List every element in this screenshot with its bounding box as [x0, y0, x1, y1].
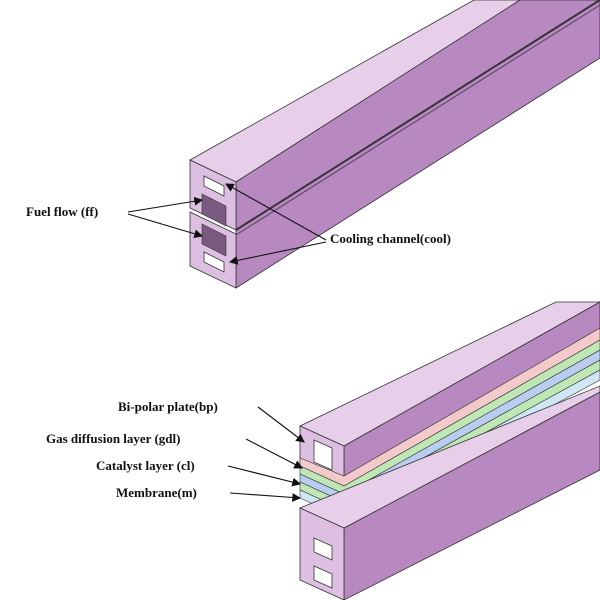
- lower-bp-channel-lower: [313, 565, 333, 589]
- label-membrane: Membrane(m): [116, 485, 197, 500]
- bottom-arrows: [227, 406, 305, 502]
- bottom-mea-assembly: [298, 301, 600, 600]
- top-arrows: [127, 183, 327, 265]
- cooling-channel-lower: [203, 251, 225, 273]
- label-bipolar-plate: Bi-polar plate(bp): [118, 399, 218, 414]
- upper-bp-channel: [313, 439, 333, 471]
- lower-bp-channel-upper: [313, 537, 333, 561]
- label-fuel-flow: Fuel flow (ff): [26, 204, 98, 219]
- fuel-channel-upper: [201, 193, 227, 227]
- label-gas-diffusion-layer: Gas diffusion layer (gdl): [46, 431, 180, 446]
- cooling-channel-upper: [203, 175, 225, 197]
- label-cooling-channel: Cooling channel(cool): [330, 231, 451, 246]
- label-catalyst-layer: Catalyst layer (cl): [96, 458, 195, 473]
- top-bipolar-assembly: [189, 0, 600, 289]
